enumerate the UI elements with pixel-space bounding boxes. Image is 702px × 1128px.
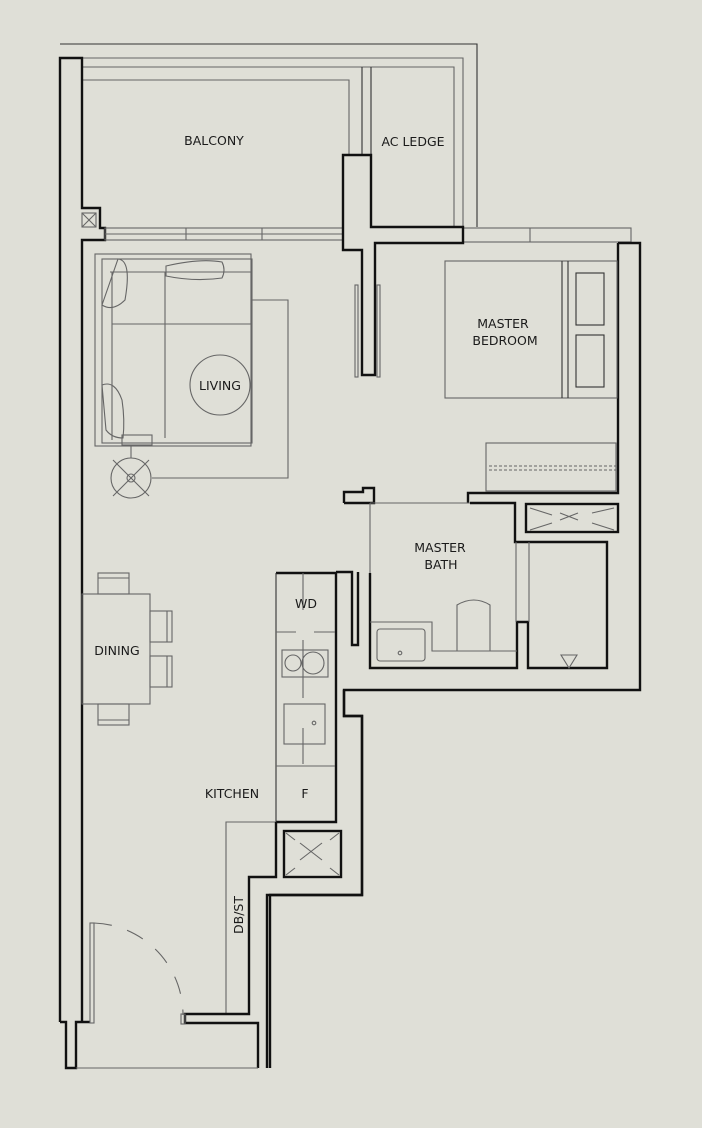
label-fridge: F xyxy=(301,786,308,801)
label-master-bedroom-2: BEDROOM xyxy=(472,333,537,348)
dining-table: DINING xyxy=(81,572,173,726)
label-kitchen: KITCHEN xyxy=(205,786,259,801)
balcony-boundary xyxy=(60,43,478,227)
label-balcony: BALCONY xyxy=(184,133,244,148)
sliding-door xyxy=(354,284,381,378)
coffee-table: LIVING xyxy=(189,354,251,416)
label-master-bedroom-1: MASTER xyxy=(477,316,529,331)
label-master-bath-2: BATH xyxy=(424,557,457,572)
exterior-wall-left xyxy=(58,56,107,1022)
rug xyxy=(152,299,289,479)
floor-lamp xyxy=(110,446,152,499)
entry-walls xyxy=(60,690,364,1070)
entry-door[interactable] xyxy=(89,922,186,1025)
bath-walls: MASTER BATH xyxy=(336,486,620,670)
label-living: LIVING xyxy=(199,378,241,393)
label-db-st: DB/ST xyxy=(231,896,246,934)
balcony-window xyxy=(104,227,632,243)
kitchen-counter: WD F KITCHEN xyxy=(205,571,338,824)
service-shaft xyxy=(282,829,343,879)
wardrobe xyxy=(485,442,617,492)
label-dining: DINING xyxy=(94,643,139,658)
sofa xyxy=(94,253,253,447)
label-wd: WD xyxy=(295,596,317,611)
bed: MASTER BEDROOM xyxy=(444,260,618,399)
bath-fixtures xyxy=(370,599,578,670)
partition-wall-center xyxy=(341,153,465,377)
label-master-bath-1: MASTER xyxy=(414,540,466,555)
exterior-wall-right xyxy=(268,241,642,1068)
label-ac-ledge: AC LEDGE xyxy=(381,134,444,149)
